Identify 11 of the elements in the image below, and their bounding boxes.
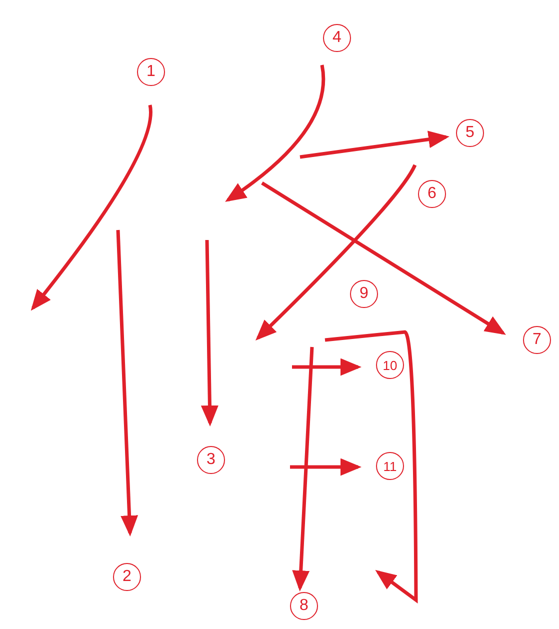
stroke-number: 8 [290, 592, 318, 620]
stroke-number: 4 [323, 24, 351, 52]
stroke-number: 10 [376, 351, 404, 379]
stroke-number: 7 [523, 326, 551, 354]
stroke-number: 11 [376, 452, 404, 480]
stroke-number: 1 [137, 58, 165, 86]
stroke-number: 3 [197, 446, 225, 474]
stroke-number: 9 [350, 280, 378, 308]
stroke-number: 5 [456, 119, 484, 147]
stroke-number: 6 [418, 180, 446, 208]
stroke-number: 2 [113, 563, 141, 591]
